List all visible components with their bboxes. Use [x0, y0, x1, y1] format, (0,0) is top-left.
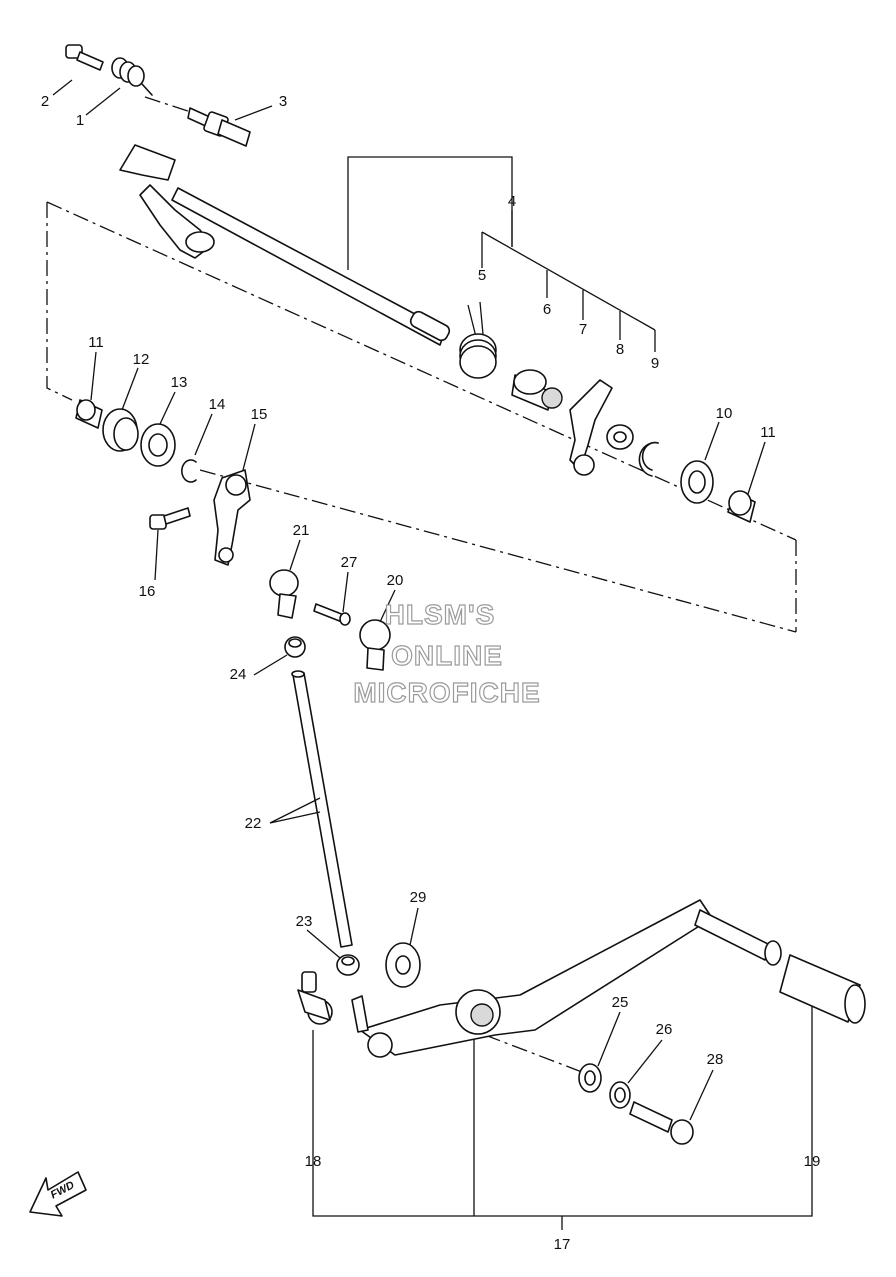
part-15-shift-arm [213, 469, 251, 566]
part-8-washer [606, 424, 634, 450]
fwd-arrow-icon: FWD [29, 1171, 87, 1217]
callout-3: 3 [279, 93, 287, 110]
callout-27: 27 [341, 554, 358, 571]
callout-13: 13 [171, 374, 188, 391]
shift-pedal [351, 899, 782, 1058]
callout-10: 10 [716, 405, 733, 422]
part-27-bolt [313, 603, 351, 626]
part-22-shift-rod [291, 670, 353, 948]
callout-17: 17 [554, 1236, 571, 1253]
watermark: HLSM'S ONLINE MICROFICHE [353, 598, 541, 708]
part-13-washer [140, 423, 176, 467]
callout-29: 29 [410, 889, 427, 906]
callout-leaders [52, 79, 766, 1121]
part-6-collar [511, 369, 563, 411]
part-9-circlip [638, 441, 659, 477]
callout-2: 2 [41, 93, 49, 110]
callout-24: 24 [230, 666, 247, 683]
part-3-stud [187, 107, 251, 147]
part-25-washer [578, 1063, 602, 1093]
part-14-clip [181, 459, 197, 483]
callout-23: 23 [296, 913, 313, 930]
callout-28: 28 [707, 1051, 724, 1068]
part-23-nut [336, 954, 360, 976]
callout-16: 16 [139, 583, 156, 600]
part-11-bearing-right [727, 490, 756, 523]
callout-numbers: 1 2 3 4 5 6 7 8 9 10 11 11 12 13 14 15 1… [41, 93, 821, 1253]
part-11-bearing-left [75, 399, 103, 429]
part-16-bolt [149, 507, 191, 530]
callout-22: 22 [245, 815, 262, 832]
part-18-pivot [297, 971, 333, 1025]
part-20-rod-end [359, 619, 391, 671]
callout-5: 5 [478, 267, 486, 284]
callout-9: 9 [651, 355, 659, 372]
callout-4: 4 [508, 193, 516, 210]
watermark-line-1: HLSM'S [385, 599, 496, 630]
watermark-line-2: ONLINE [391, 640, 503, 671]
callout-8: 8 [616, 341, 624, 358]
callout-12: 12 [133, 351, 150, 368]
part-26-washer [609, 1081, 631, 1109]
part-19-pedal-rubber [779, 954, 866, 1024]
part-12-seal [102, 408, 139, 452]
callout-11-left: 11 [88, 334, 104, 351]
callout-11-right: 11 [760, 424, 776, 441]
callout-15: 15 [251, 406, 268, 423]
part-1-spring [111, 57, 153, 96]
callout-26: 26 [656, 1021, 673, 1038]
part-28-bolt [629, 1101, 694, 1145]
part-24-nut [284, 636, 306, 658]
callout-1: 1 [76, 112, 84, 129]
callout-18: 18 [305, 1153, 322, 1170]
callout-7: 7 [579, 321, 587, 338]
part-10-washer [680, 460, 714, 504]
part-7-shift-lever [569, 379, 613, 476]
callout-20: 20 [387, 572, 404, 589]
callout-6: 6 [543, 301, 551, 318]
shift-shaft [119, 144, 451, 346]
assembly-bracket-lines [46, 96, 813, 1230]
watermark-line-3: MICROFICHE [353, 677, 540, 708]
part-29-washer [385, 942, 421, 988]
part-5-torsion-spring [459, 301, 497, 379]
callout-14: 14 [209, 396, 226, 413]
callout-21: 21 [293, 522, 310, 539]
callout-19: 19 [804, 1153, 821, 1170]
part-2-bolt [65, 44, 104, 71]
part-21-rod-end [269, 569, 299, 619]
callout-25: 25 [612, 994, 629, 1011]
